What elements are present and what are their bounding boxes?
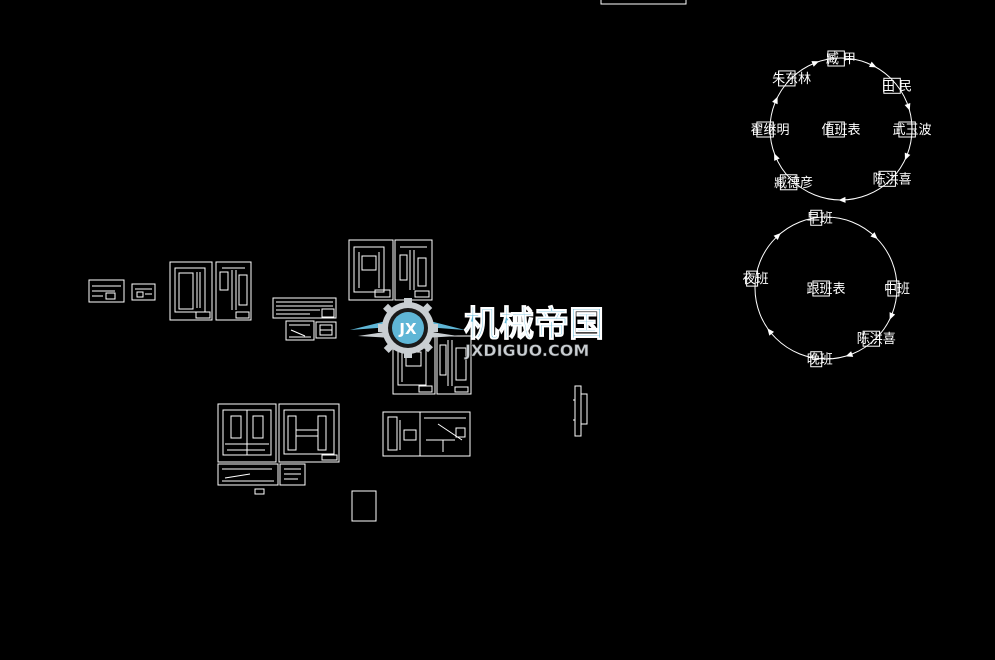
- shift-node-1: 中班: [884, 282, 910, 297]
- duty-arrow-4: [774, 153, 780, 161]
- sheet-thumb-4[interactable]: [215, 261, 252, 321]
- duty-arrow-2: [904, 152, 911, 161]
- watermark: JX 机械帝国 JXDIGUO.COM: [350, 298, 605, 360]
- shift-node-0: 早班: [807, 211, 833, 226]
- sheet-thumb-5[interactable]: [272, 297, 337, 319]
- shift-node-2: 陈洪喜: [857, 331, 896, 347]
- shift-arrow-4: [773, 233, 781, 241]
- watermark-badge: JX: [398, 320, 417, 338]
- duty-node-5-box: [756, 121, 774, 138]
- shift-node-0-box: [810, 209, 823, 226]
- gear-icon: JX: [378, 298, 438, 358]
- shift-center-label: 跟班表: [806, 282, 845, 297]
- duty-node-3-box: [878, 170, 896, 187]
- shift-arrow-3: [767, 328, 775, 336]
- shift-node-4-box: [746, 270, 759, 287]
- sheet-thumb-1[interactable]: [88, 279, 125, 303]
- duty-node-1: 田 民: [882, 79, 912, 94]
- watermark-title: 机械帝国: [464, 305, 604, 345]
- duty-node-1-box: [883, 77, 901, 94]
- duty-arrow-1: [904, 103, 911, 111]
- shift-arrow-0: [870, 232, 878, 240]
- duty-arrow-5: [772, 96, 778, 105]
- duty-node-0-box: [827, 50, 845, 67]
- sheet-thumb-9[interactable]: [394, 239, 433, 301]
- duty-arrow-6: [811, 61, 820, 67]
- empty-frame[interactable]: [351, 490, 377, 522]
- sheet-thumb-7[interactable]: [315, 321, 337, 339]
- duty-center-label-box: [827, 121, 845, 138]
- duty-node-0: 臧 甲: [826, 51, 856, 67]
- duty-node-4-box: [779, 174, 798, 191]
- part-sketch[interactable]: [573, 385, 588, 437]
- shift-node-3: 晚班: [807, 353, 833, 368]
- sheet-thumb-16[interactable]: [382, 411, 471, 457]
- shift-arrow-1: [889, 312, 896, 320]
- small-block[interactable]: [254, 488, 265, 495]
- sheet-thumb-2[interactable]: [131, 283, 156, 301]
- shift-node-1-box: [887, 280, 900, 297]
- shift-center-label-box: [812, 280, 830, 297]
- duty-arrow-0: [869, 61, 877, 68]
- duty-node-4: 臧德彦: [774, 175, 813, 191]
- watermark-url: JXDIGUO.COM: [464, 341, 589, 360]
- duty-arrow-3: [838, 196, 846, 203]
- sheet-thumbnails: [88, 239, 588, 522]
- partial-frame-top: [600, 0, 687, 5]
- duty-node-3: 陈洪喜: [873, 171, 912, 187]
- sheet-thumb-14[interactable]: [217, 463, 279, 486]
- sheet-thumb-13[interactable]: [278, 403, 340, 463]
- sheet-thumb-6[interactable]: [285, 320, 315, 341]
- shift-node-3-box: [810, 351, 823, 368]
- duty-node-2: 武玉波: [892, 123, 931, 138]
- shift-node-4: 夜班: [743, 272, 769, 287]
- sheet-thumb-3[interactable]: [169, 261, 213, 321]
- shift-ring: [754, 216, 898, 360]
- duty-node-6-box: [778, 70, 796, 87]
- sheet-thumb-15[interactable]: [279, 463, 306, 486]
- duty-node-2-box: [898, 121, 916, 138]
- sheet-thumb-12[interactable]: [217, 403, 277, 463]
- duty-node-6: 朱东林: [772, 72, 811, 87]
- duty-node-5: 翟继明: [750, 123, 789, 138]
- sheet-thumb-8[interactable]: [348, 239, 394, 301]
- shift-node-2-box: [862, 330, 881, 347]
- duty-center-label: 值班表: [821, 122, 860, 138]
- shift-arrow-2: [845, 351, 854, 357]
